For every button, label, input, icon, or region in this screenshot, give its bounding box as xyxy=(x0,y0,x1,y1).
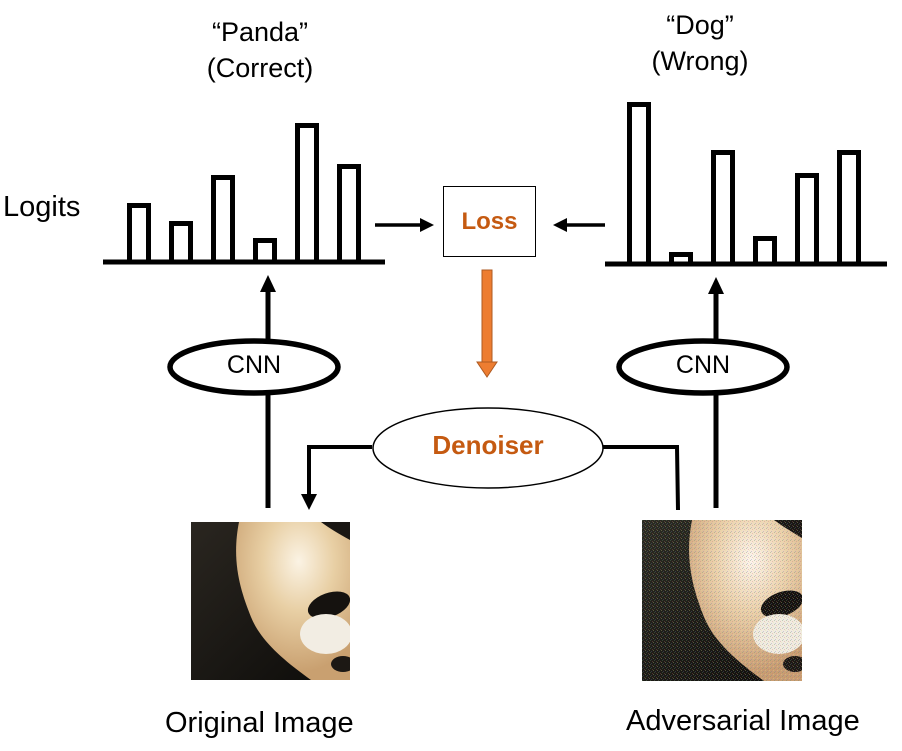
right-chart-bars xyxy=(627,102,861,267)
loss-box: Loss xyxy=(443,186,536,257)
arrow-right-cnn-to-chart xyxy=(708,277,724,508)
arrow-right-to-loss xyxy=(553,218,605,232)
loss-label: Loss xyxy=(461,207,518,235)
right-title-class: “Dog” xyxy=(666,10,734,40)
right-logit-bar-4 xyxy=(753,236,777,267)
right-logit-bar-1 xyxy=(627,102,651,267)
left-title-status: (Correct) xyxy=(206,53,314,83)
original-image xyxy=(191,522,350,680)
left-logit-bar-5 xyxy=(295,123,319,265)
cnn-right-ellipse xyxy=(616,338,790,396)
right-logit-bar-2 xyxy=(669,252,693,267)
line-adversarial-to-denoiser xyxy=(603,445,680,511)
adversarial-image xyxy=(642,520,802,681)
right-logit-bar-6 xyxy=(837,150,861,267)
left-logit-bar-3 xyxy=(211,175,235,265)
left-logit-bar-1 xyxy=(127,203,151,265)
left-title: “Panda” (Correct) xyxy=(160,14,360,86)
right-logit-bar-5 xyxy=(795,173,819,267)
denoiser-ellipse xyxy=(372,407,604,489)
adversarial-image-caption: Adversarial Image xyxy=(626,705,860,737)
left-title-class: “Panda” xyxy=(211,17,309,47)
left-logit-bar-6 xyxy=(337,164,361,265)
right-title-status: (Wrong) xyxy=(651,46,749,76)
arrow-left-cnn-to-chart xyxy=(260,275,276,508)
denoiser-label: Denoiser xyxy=(432,430,544,460)
cnn-left-label: CNN xyxy=(226,351,282,379)
original-image-caption: Original Image xyxy=(165,707,354,739)
left-chart-bars xyxy=(127,123,361,265)
right-title: “Dog” (Wrong) xyxy=(620,7,780,79)
logits-label: Logits xyxy=(3,191,81,223)
cnn-left-ellipse xyxy=(167,338,341,396)
gradient-arrow-icon xyxy=(476,269,498,378)
left-logit-bar-2 xyxy=(169,221,193,265)
arrow-left-to-loss xyxy=(375,218,434,232)
arrow-denoiser-to-original xyxy=(301,445,372,510)
right-logit-bar-3 xyxy=(711,150,735,267)
left-logit-bar-4 xyxy=(253,238,277,265)
cnn-right-label: CNN xyxy=(675,351,731,379)
